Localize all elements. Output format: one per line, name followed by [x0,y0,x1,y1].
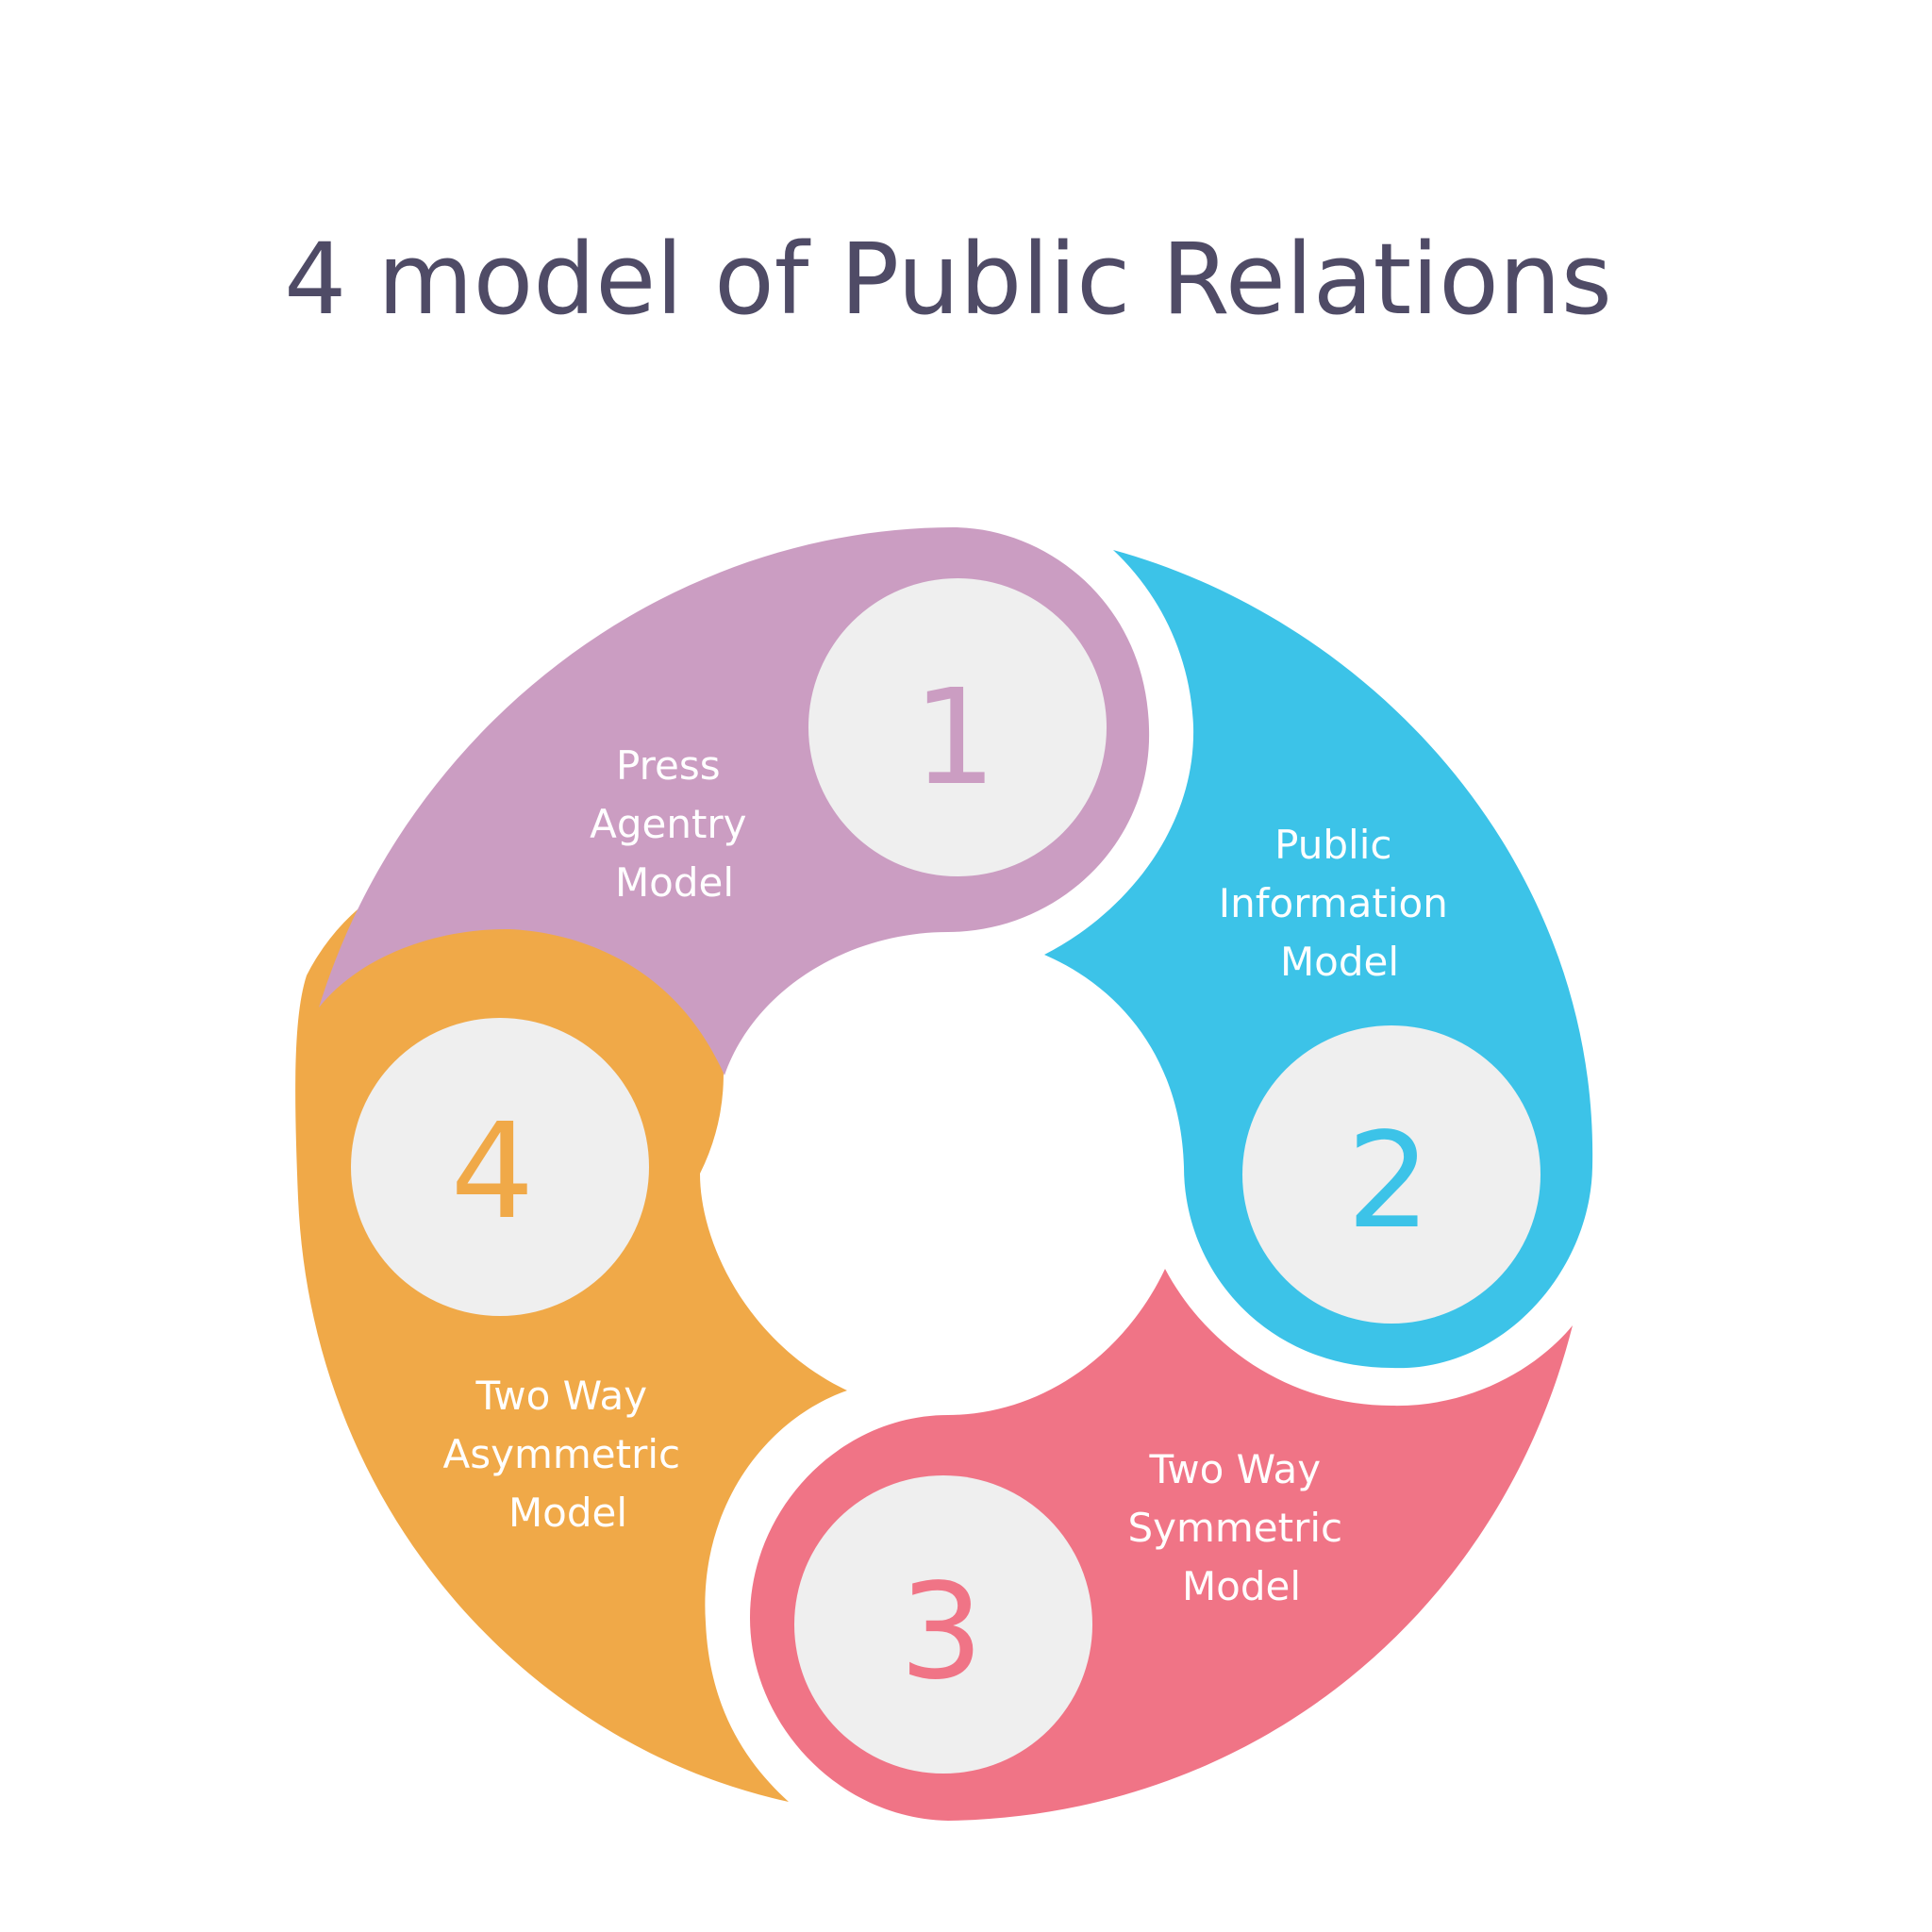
segment-3-number: 3 [899,1556,983,1709]
segment-3-label: Two Way Symmetric Model [1127,1446,1355,1609]
segment-4-badge [351,1018,649,1316]
segment-2: 2 Public Information Model [1044,550,1593,1369]
diagram-title: 4 model of Public Relations [284,222,1612,337]
segment-3-badge [794,1475,1092,1774]
segment-2-number: 2 [1346,1105,1430,1258]
segment-2-label: Public Information Model [1219,822,1460,985]
segment-4: 4 Two Way Asymmetric Model [295,854,847,1802]
segment-3: 3 Two Way Symmetric Model [750,1269,1573,1821]
segment-1-label: Press Agentry Model [590,742,759,906]
segment-1-number: 1 [912,661,996,815]
segment-4-number: 4 [450,1095,534,1249]
segment-4-label: Two Way Asymmetric Model [443,1373,693,1536]
segment-1: 1 Press Agentry Model [319,527,1150,1075]
segment-2-badge [1242,1025,1541,1324]
segment-1-badge [808,578,1107,876]
